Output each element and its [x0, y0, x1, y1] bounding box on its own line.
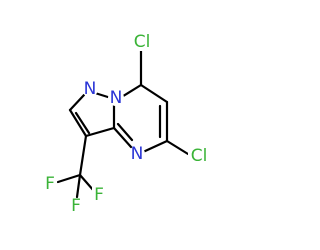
atom-label-n: N [84, 79, 97, 99]
atom-n-pyrazole: N [82, 79, 98, 99]
bond-cf3-f1 [56, 173, 82, 184]
bond-c3a-n4-double [116, 122, 134, 142]
atom-n-bridge: N [108, 88, 124, 108]
atom-label-cl: Cl [134, 32, 151, 52]
bond-n4-c5 [141, 139, 169, 154]
atom-label-f: F [71, 196, 81, 216]
bond-n1-c2 [68, 93, 86, 112]
atom-f-left: F [43, 174, 57, 194]
bond-cf3-f3 [75, 173, 82, 199]
atom-label-n: N [131, 144, 144, 164]
atom-f-right: F [92, 185, 106, 205]
atom-label-cl: Cl [191, 146, 208, 166]
atom-label-f: F [94, 185, 104, 205]
atom-cl-right: Cl [188, 146, 212, 166]
atom-n-pyrimidine: N [129, 144, 145, 164]
molecule-structure: N N N Cl Cl F F F [43, 32, 212, 216]
bond-c3a-n4 [112, 126, 133, 149]
bond-c2-c3 [68, 108, 88, 138]
atom-f-bottom: F [69, 196, 83, 216]
bond-c2-c3-double [74, 111, 91, 135]
bond-c3-c3a [84, 126, 116, 138]
bond-c5-cl [165, 139, 190, 156]
bond-cf3-f2 [78, 173, 96, 193]
atom-label-f: F [45, 174, 55, 194]
atom-labels: N N N Cl Cl F F F [43, 32, 212, 216]
bonds [56, 48, 190, 199]
bond-c6-c7 [139, 83, 169, 104]
atom-cl-top: Cl [130, 32, 154, 52]
bond-c3-cf3 [78, 134, 88, 177]
atom-label-n: N [110, 88, 123, 108]
